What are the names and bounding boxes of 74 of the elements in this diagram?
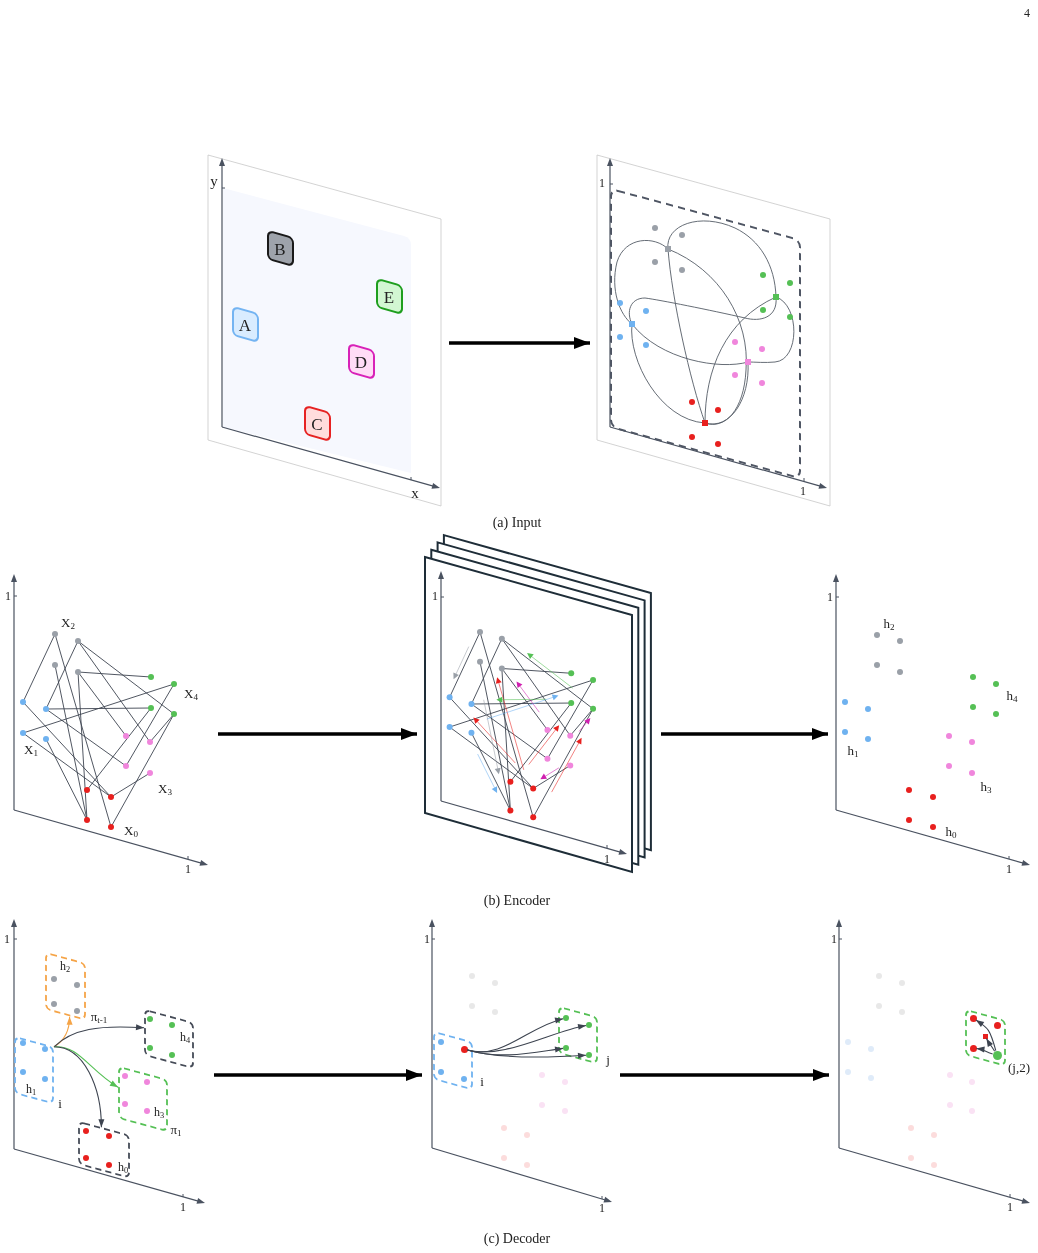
- point-marker: [586, 1052, 592, 1058]
- stacked-planes: [423, 532, 655, 875]
- dashed-frame: [14, 1036, 54, 1105]
- cluster-label: X$_{3}$: [158, 781, 172, 795]
- arrow: [466, 1049, 587, 1059]
- point-marker: [563, 1045, 569, 1051]
- coordinate-plane: [596, 154, 832, 508]
- cluster-label: X$_{2}$: [61, 615, 75, 629]
- tile-letter: B: [274, 240, 286, 258]
- point-marker: [993, 1021, 1001, 1029]
- axis-label: y: [210, 173, 218, 189]
- flow-arrow: [620, 1069, 829, 1081]
- dashed-frame: [965, 1009, 1006, 1068]
- tick-label: 1: [180, 1201, 186, 1213]
- square-marker: [982, 1033, 988, 1039]
- node-annotation: i: [58, 1096, 62, 1110]
- node-annotation: (j,2): [1008, 1060, 1030, 1074]
- point-marker: [586, 1022, 592, 1028]
- tick-label: 1: [1006, 863, 1012, 875]
- cluster-label: X$_{0}$: [124, 823, 138, 837]
- point-marker: [563, 1015, 569, 1021]
- tick-label: 1: [424, 933, 430, 945]
- dashed-frame: [558, 1006, 598, 1065]
- subfigure-caption: (b) Encoder: [483, 894, 551, 908]
- cluster-label: h$_{4}$: [1006, 688, 1018, 702]
- node-annotation: i: [480, 1074, 484, 1088]
- cluster-label: h$_{0}$: [117, 1161, 129, 1173]
- flow-arrow: [218, 728, 417, 740]
- cluster-label: h$_{1}$: [25, 1083, 37, 1095]
- cluster-label: X$_{4}$: [184, 686, 198, 700]
- coordinate-plane: [207, 154, 443, 508]
- node-annotation: j: [606, 1052, 610, 1066]
- node-annotation: π$_{1}$: [170, 1122, 182, 1136]
- arrow: [53, 1016, 73, 1048]
- cluster-label: h$_{1}$: [847, 743, 859, 757]
- node-annotation: π$_{t-1}$: [90, 1009, 108, 1023]
- tick-label: 1: [599, 1202, 605, 1214]
- cluster-label: h$_{3}$: [153, 1106, 165, 1118]
- arrow: [975, 1019, 997, 1052]
- dashed-frame: [78, 1121, 130, 1180]
- tick-label: 1: [831, 933, 837, 945]
- cluster-label: h$_{2}$: [59, 960, 71, 972]
- tick-label: 1: [1007, 1201, 1013, 1213]
- cluster-label: X$_{1}$: [24, 742, 38, 756]
- point-marker: [969, 1044, 977, 1052]
- cluster-label: h$_{0}$: [945, 824, 957, 838]
- arrow: [975, 1046, 994, 1055]
- cluster-label: h$_{3}$: [980, 779, 992, 793]
- flow-arrow: [214, 1069, 422, 1081]
- arrow: [53, 1024, 145, 1048]
- dashed-frame: [144, 1009, 194, 1070]
- tick-label: 1: [599, 177, 605, 189]
- dashed-frame: [118, 1066, 168, 1133]
- point-marker: [992, 1050, 1002, 1060]
- tile-letter: D: [354, 353, 368, 371]
- subfigure-caption: (c) Decoder: [483, 1232, 551, 1246]
- cluster-label: h$_{2}$: [883, 616, 895, 630]
- axis-label: x: [411, 485, 419, 501]
- arrow: [53, 1046, 105, 1128]
- tick-label: 1: [800, 485, 806, 497]
- point-marker: [969, 1014, 977, 1022]
- arrow: [985, 1037, 996, 1052]
- tile-letter: E: [383, 288, 395, 306]
- page-number: 4: [1024, 7, 1030, 19]
- cluster-label: h$_{4}$: [179, 1031, 191, 1043]
- dashed-frame: [45, 952, 86, 1022]
- dashed-frame: [433, 1031, 473, 1091]
- tile-letter: A: [238, 316, 252, 334]
- tick-label: 1: [185, 863, 191, 875]
- tick-label: 1: [4, 933, 10, 945]
- point-marker: [460, 1045, 468, 1053]
- flow-arrow: [661, 728, 828, 740]
- tile-letter: C: [311, 415, 323, 433]
- flow-arrow: [449, 337, 590, 349]
